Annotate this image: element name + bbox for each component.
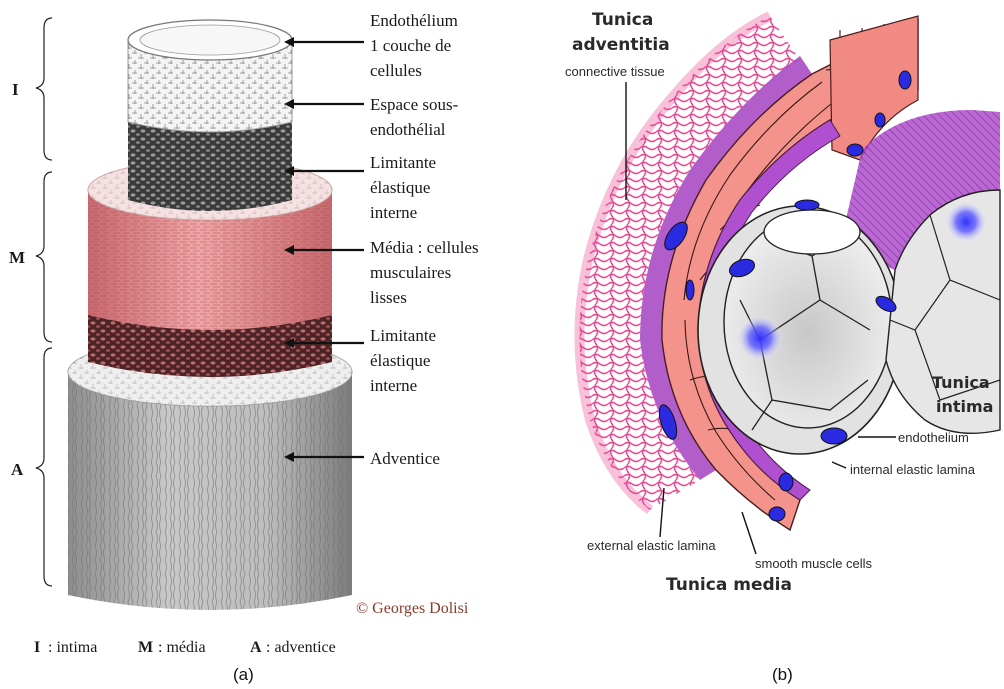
bracket-label-intima: I <box>12 80 19 99</box>
brace-media <box>36 172 52 342</box>
brace-intima <box>36 18 52 160</box>
endothelium-layer <box>128 20 292 132</box>
right-panel: Tunica adventitia Tunica intima Tunica m… <box>565 10 1000 684</box>
caption-b: (b) <box>772 665 793 684</box>
title-tunica-adventitia: Tunica adventitia <box>572 10 670 55</box>
bracket-label-media: M <box>9 248 25 267</box>
label-endothelium-en: endothelium <box>898 430 969 445</box>
caption-a: (a) <box>233 665 254 684</box>
label-smooth-muscle-cells: smooth muscle cells <box>755 556 873 571</box>
label-adventice: Adventice <box>370 449 440 468</box>
brace-adventice <box>36 348 52 586</box>
legend: I : intima M : média A : adventice <box>34 639 336 656</box>
bracket-label-adventice: A <box>11 460 24 479</box>
label-external-elastic-lamina: external elastic lamina <box>587 538 716 553</box>
label-limitante-2: Limitante élastique interne <box>370 326 440 395</box>
label-media: Média : cellules musculaires lisses <box>370 238 483 307</box>
legend-key-a: A <box>250 639 262 656</box>
legend-text-i: : intima <box>48 639 97 656</box>
label-subendothelial: Espace sous- endothélial <box>370 95 463 139</box>
title-tunica-media: Tunica media <box>666 575 792 595</box>
left-panel: I M A Endothélium 1 couche de cellules E… <box>9 11 483 684</box>
label-connective-tissue: connective tissue <box>565 64 665 79</box>
legend-key-i: I <box>34 639 40 656</box>
copyright: © Georges Dolisi <box>356 600 469 617</box>
legend-key-m: M <box>138 639 153 656</box>
adventice-layer <box>68 338 352 610</box>
label-endothelium: Endothélium 1 couche de cellules <box>370 11 462 80</box>
legend-text-a: : adventice <box>266 639 336 656</box>
legend-text-m: : média <box>158 639 206 656</box>
label-internal-elastic-lamina: internal elastic lamina <box>850 462 976 477</box>
label-limitante-1: Limitante élastique interne <box>370 153 440 222</box>
